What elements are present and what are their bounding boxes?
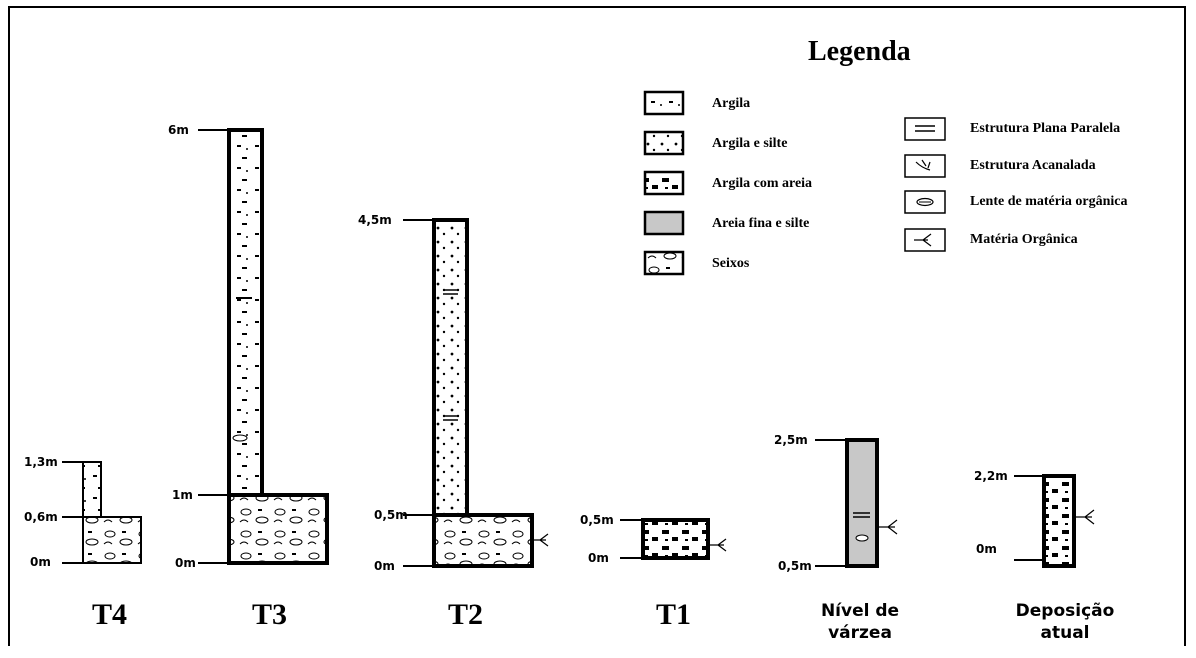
figure-frame: [8, 6, 1186, 646]
varzea-title-line1: Nível de: [820, 601, 900, 621]
t2-mid-label: 0,5m: [374, 508, 408, 522]
t3-base-label: 0m: [175, 556, 196, 570]
legend-label-lente-materia-organica: Lente de matéria orgânica: [970, 194, 1128, 209]
legend-label-argila-silte: Argila e silte: [712, 136, 788, 151]
t4-title: T4: [92, 598, 128, 631]
legend-label-areia-silte: Areia fina e silte: [712, 216, 810, 231]
deposicao-base-label: 0m: [976, 542, 997, 556]
column-t3: [198, 128, 329, 565]
t4-mid-label: 0,6m: [24, 510, 58, 524]
t3-top-label: 6m: [168, 123, 189, 137]
column-t1: [620, 518, 727, 560]
column-deposicao: [1014, 474, 1095, 568]
t4-base-label: 0m: [30, 555, 51, 569]
t2-top-label: 4,5m: [358, 213, 392, 227]
t2-base-label: 0m: [374, 559, 395, 573]
deposicao-title-line1: Deposição: [1015, 601, 1115, 621]
legend-title: Legenda: [808, 36, 911, 67]
column-varzea: [815, 438, 898, 568]
t3-title: T3: [252, 598, 288, 631]
varzea-top-label: 2,5m: [774, 433, 808, 447]
legend-label-plana-paralela: Estrutura Plana Paralela: [970, 121, 1121, 136]
column-t2: [403, 218, 549, 568]
varzea-base-label: 0,5m: [778, 559, 812, 573]
deposicao-top-label: 2,2m: [974, 469, 1008, 483]
legend-label-seixos: Seixos: [712, 256, 750, 271]
legend-label-argila: Argila: [712, 96, 751, 111]
legend-label-acanalada: Estrutura Acanalada: [970, 158, 1096, 173]
legend-label-argila-areia: Argila com areia: [712, 176, 813, 191]
legend-structure-symbols: [904, 117, 946, 252]
t1-title: T1: [656, 598, 692, 631]
varzea-title: Nível de várzea: [810, 600, 910, 644]
t2-title: T2: [448, 598, 484, 631]
deposicao-title-line2: atual: [1040, 623, 1090, 643]
varzea-title-line2: várzea: [828, 623, 892, 643]
t3-mid-label: 1m: [172, 488, 193, 502]
legend-label-materia-organica: Matéria Orgânica: [970, 232, 1078, 247]
deposicao-title: Deposição atual: [1000, 600, 1130, 644]
column-t4: [62, 461, 142, 564]
t1-top-label: 0,5m: [580, 513, 614, 527]
t4-top-label: 1,3m: [24, 455, 58, 469]
t1-base-label: 0m: [588, 551, 609, 565]
legend-swatches: [643, 90, 685, 276]
